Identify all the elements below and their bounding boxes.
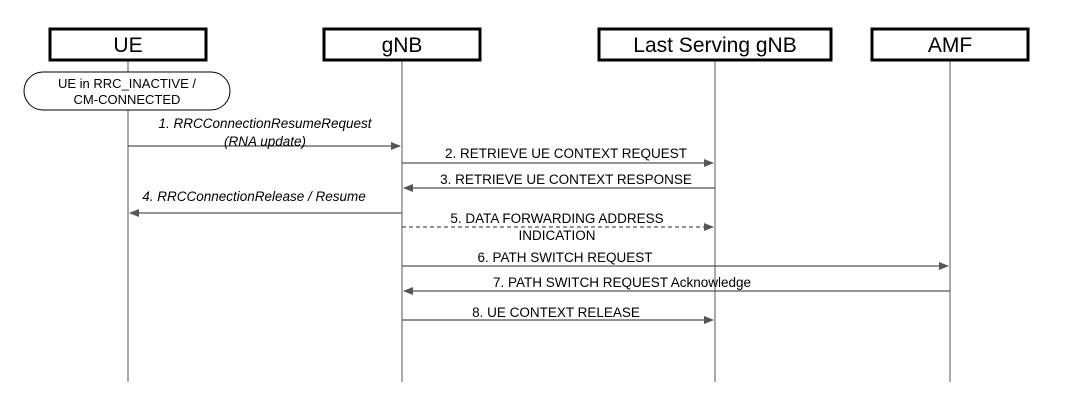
message-2: 2. RETRIEVE UE CONTEXT REQUEST bbox=[402, 146, 714, 167]
ue-state-line-2: CM-CONNECTED bbox=[74, 92, 181, 107]
message-5-label: 5. DATA FORWARDING ADDRESS bbox=[450, 211, 663, 226]
message-6: 6. PATH SWITCH REQUEST bbox=[402, 250, 949, 270]
message-5-sublabel: INDICATION bbox=[519, 228, 596, 243]
message-2-label: 2. RETRIEVE UE CONTEXT REQUEST bbox=[445, 146, 687, 161]
message-4: 4. RRCConnectionRelease / Resume bbox=[129, 189, 402, 217]
message-1: 1. RRCConnectionResumeRequest (RNA updat… bbox=[128, 116, 401, 150]
message-3: 3. RETRIEVE UE CONTEXT RESPONSE bbox=[403, 172, 715, 192]
entity-ue-label: UE bbox=[113, 34, 142, 57]
message-1-sublabel: (RNA update) bbox=[224, 134, 306, 149]
ue-state-line-1: UE in RRC_INACTIVE / bbox=[58, 76, 196, 91]
ue-state-box: UE in RRC_INACTIVE / CM-CONNECTED bbox=[23, 71, 231, 111]
message-1-label: 1. RRCConnectionResumeRequest bbox=[158, 116, 372, 131]
entity-ue: UE bbox=[48, 27, 208, 62]
entity-gnb: gNB bbox=[322, 27, 482, 62]
entity-gnb-label: gNB bbox=[382, 34, 423, 57]
entity-amf-label: AMF bbox=[928, 34, 972, 57]
message-8: 8. UE CONTEXT RELEASE bbox=[402, 305, 714, 324]
entity-last-gnb-label: Last Serving gNB bbox=[633, 34, 796, 57]
entity-amf: AMF bbox=[870, 27, 1030, 62]
message-6-label: 6. PATH SWITCH REQUEST bbox=[477, 250, 652, 265]
message-7-label: 7. PATH SWITCH REQUEST Acknowledge bbox=[493, 275, 751, 290]
message-3-label: 3. RETRIEVE UE CONTEXT RESPONSE bbox=[440, 172, 692, 187]
message-8-label: 8. UE CONTEXT RELEASE bbox=[472, 305, 640, 320]
message-4-label: 4. RRCConnectionRelease / Resume bbox=[142, 189, 366, 204]
entity-last-gnb: Last Serving gNB bbox=[597, 27, 833, 62]
message-7: 7. PATH SWITCH REQUEST Acknowledge bbox=[403, 275, 950, 295]
message-5: 5. DATA FORWARDING ADDRESS INDICATION bbox=[402, 211, 714, 243]
